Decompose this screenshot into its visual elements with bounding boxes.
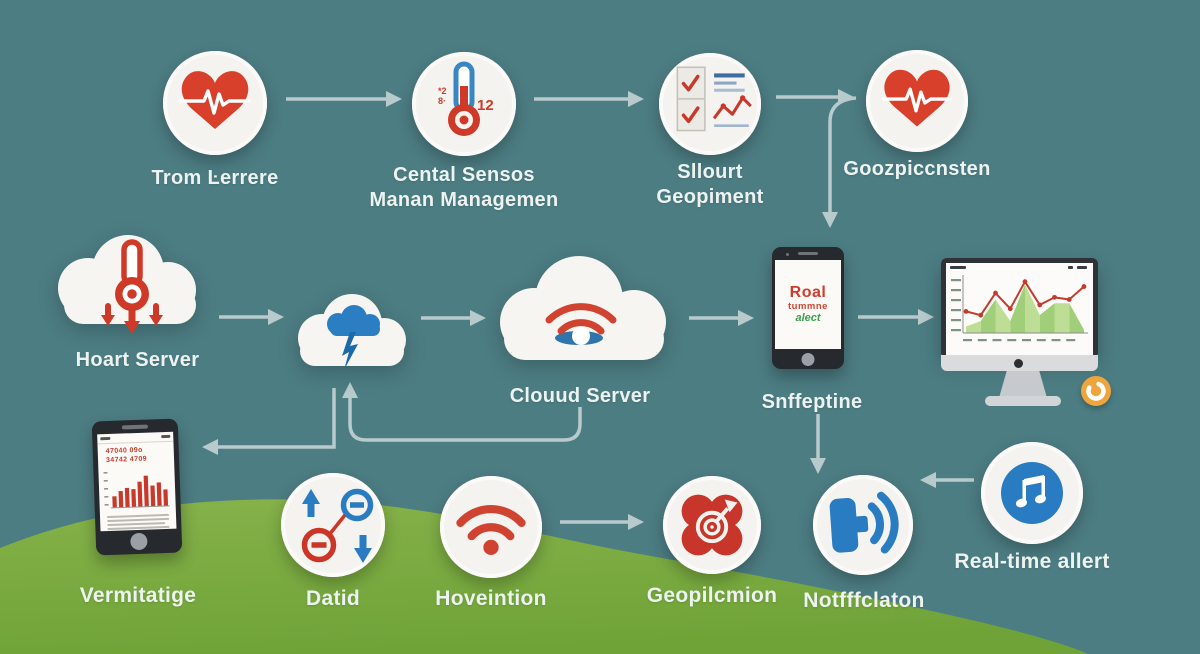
arrow-heart-to-phone: [821, 96, 857, 229]
realtime-alert-node: [981, 442, 1083, 544]
alert-phone-label: Snffeptine: [761, 391, 863, 413]
monitor-line-chart: [951, 275, 1088, 342]
thermometer-icon: 12 *2 8·: [438, 61, 494, 136]
report-heading-2: 34742 4709: [105, 455, 148, 465]
target-flower-icon: [681, 494, 743, 556]
report-bar-chart: [103, 472, 170, 509]
monitor-stand-base: [985, 396, 1061, 406]
phone-speaker-pill: [798, 252, 818, 255]
phone-home-button: [130, 532, 148, 551]
body-text-line: [107, 530, 152, 532]
screen-header-left: [100, 436, 111, 440]
desktop-monitor-icon: [941, 258, 1098, 355]
heart-ecg-icon: [179, 71, 251, 129]
target-label: Geopilcmion: [646, 584, 778, 607]
badge-ring: [1086, 381, 1106, 401]
thermometer-mark-2: 8·: [438, 96, 446, 106]
heart-sensor-node: [163, 51, 267, 155]
alert-screen-line-2: tummne: [788, 300, 828, 312]
music-note-icon: [1001, 462, 1063, 524]
data-sync-label: Datid: [306, 587, 360, 610]
target-node: [663, 476, 761, 574]
thermometer-value: 12: [477, 97, 494, 114]
thermometer-mark-1: *2: [438, 86, 447, 96]
monitor-screen: [946, 263, 1093, 355]
phone-speaker-pill: [121, 424, 148, 429]
checklist-node: [659, 53, 761, 155]
checklist-chart-icon: [676, 66, 752, 132]
report-smartphone: 47040 09o 34742 4709: [91, 418, 183, 556]
cloud-thermometer-icon: [58, 235, 196, 334]
monitor-stand-neck: [999, 371, 1047, 398]
phone-home-button: [801, 353, 815, 366]
wifi-node: [440, 476, 542, 578]
wifi-label: Hoveintion: [435, 587, 547, 610]
cloud-lightning-icon: [298, 294, 406, 370]
monitor-menubar-right2: [1068, 266, 1073, 269]
alert-screen-line-1: Roal: [789, 283, 827, 301]
screen-header-right: [161, 434, 171, 438]
report-phone-label: Vermitatige: [79, 584, 197, 607]
monitor-logo-dot: [1014, 359, 1023, 368]
monitor-menubar-right: [1077, 266, 1087, 269]
checklist-label: Sllourt Geopiment: [656, 161, 764, 208]
alert-smartphone: Roal tummne alect: [772, 247, 844, 369]
monitor-menubar-left: [950, 266, 966, 269]
notification-label: Notfffclaton: [803, 589, 925, 612]
alert-screen-line-3: alect: [795, 311, 821, 324]
body-text-line: [107, 525, 170, 531]
arrow-relay-to-reportphone: [201, 388, 336, 456]
data-sync-icon: [301, 488, 374, 563]
screen-divider: [97, 440, 174, 445]
report-heading-1: 47040 09o: [105, 446, 143, 456]
realtime-alert-label: Real-time allert: [954, 550, 1110, 573]
arrow-cloudserver-return-to-relay: [341, 381, 582, 442]
central-sensors-node: 12 *2 8·: [412, 52, 516, 156]
notification-node: [813, 475, 913, 575]
heart-monitor-node: [866, 50, 968, 152]
central-sensors-label: Cental Sensos Manan Managemen: [369, 164, 559, 211]
wifi-icon: [456, 505, 526, 556]
report-phone-screen: 47040 09o 34742 4709: [97, 431, 177, 532]
heart-ecg-icon: [881, 69, 953, 127]
data-sync-node: [281, 473, 385, 577]
cloud-wifi-icon: [500, 256, 666, 360]
speaker-icon: [829, 491, 899, 554]
heart-sensor-label: Trom Ŀerrere: [151, 167, 279, 189]
orange-ring-badge-icon: [1081, 376, 1111, 406]
cloud-server-label: Clouud Server: [509, 385, 651, 407]
heart-server-label: Hoart Server: [75, 349, 200, 371]
phone-camera-dot: [786, 253, 789, 256]
alert-phone-screen: Roal tummne alect: [775, 260, 841, 349]
heart-monitor-label: Goozpiccnsten: [843, 158, 991, 180]
